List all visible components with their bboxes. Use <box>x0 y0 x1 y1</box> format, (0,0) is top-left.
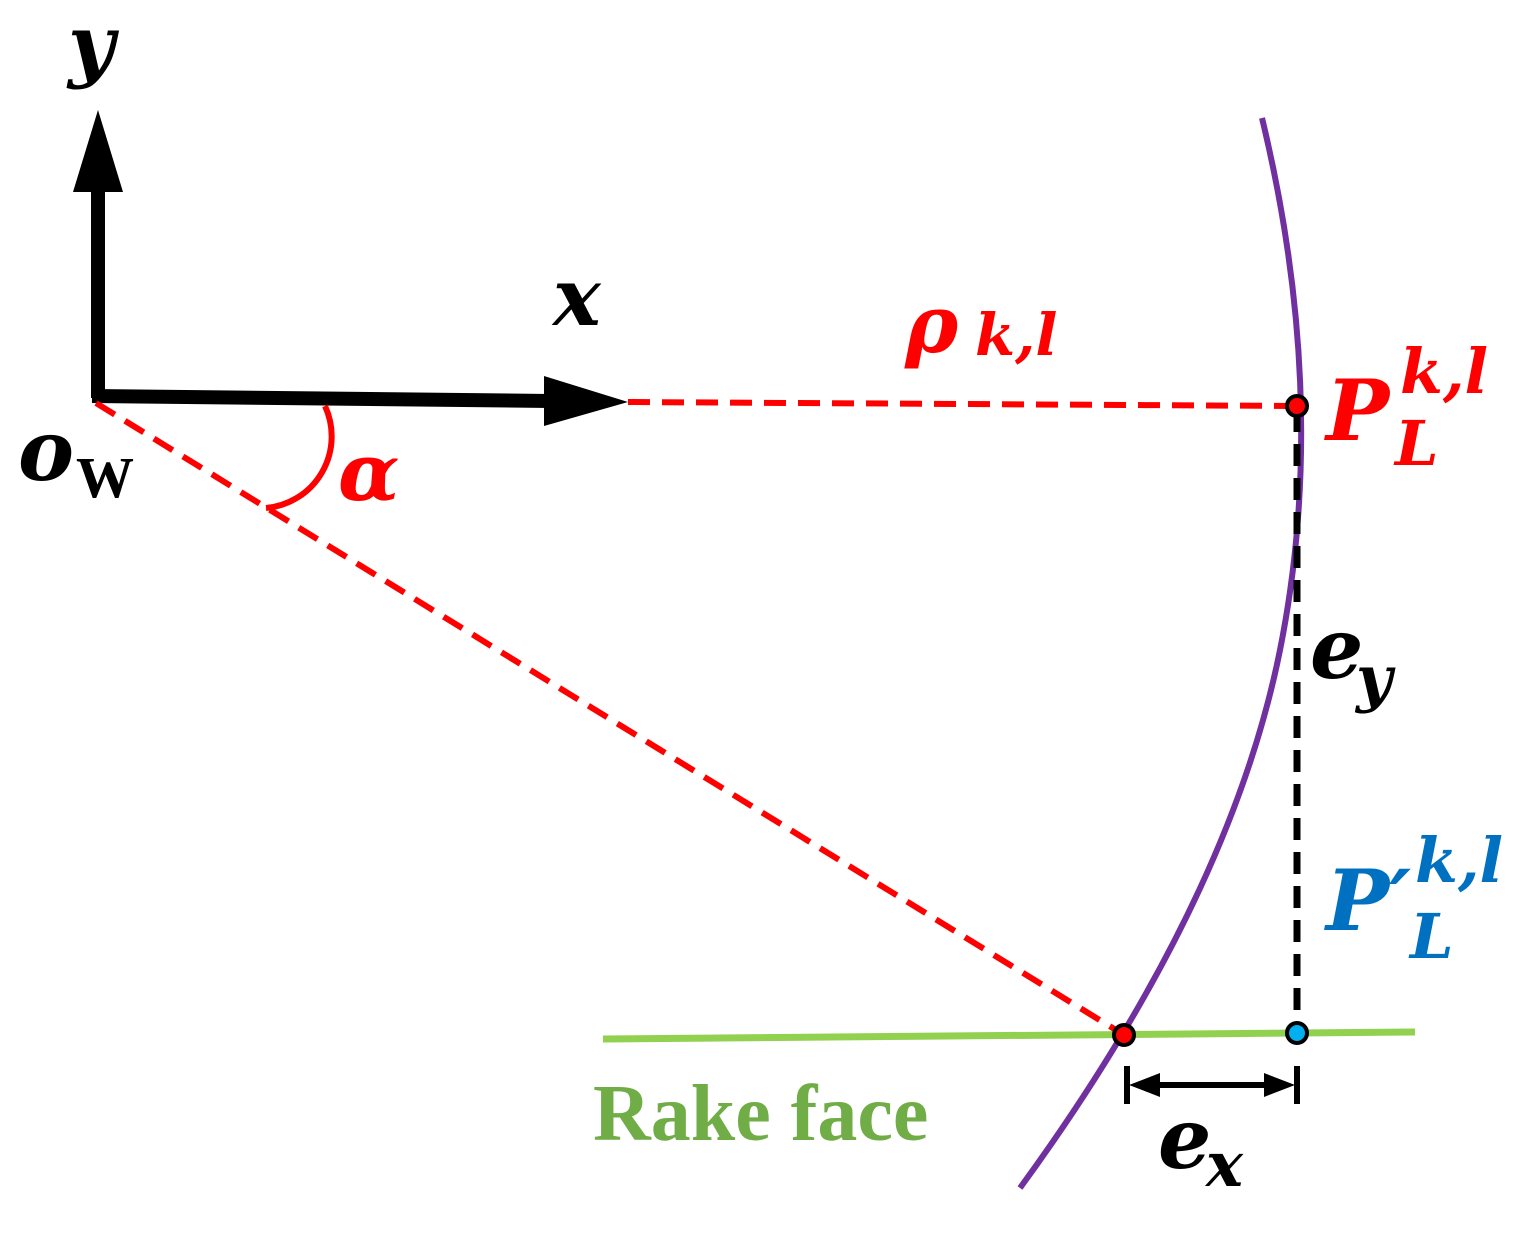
diagonal-dashed-line <box>94 400 1126 1038</box>
ex-subscript: x <box>1204 1128 1244 1201</box>
p-prime-l-subscript: L <box>1408 900 1454 973</box>
tool-edge-arc <box>1017 117 1305 1190</box>
ex-label: e <box>1158 1089 1211 1188</box>
rho-subscript: k,l <box>975 301 1057 369</box>
point-p-l <box>1285 394 1309 418</box>
ey-subscript: y <box>1354 642 1396 715</box>
alpha-label: α <box>338 425 400 519</box>
y-axis-label: y <box>66 0 120 91</box>
ey-label: e <box>1310 599 1363 698</box>
rake-face-label: Rake face <box>593 1070 928 1158</box>
ex-arrowhead-left <box>1129 1073 1160 1097</box>
alpha-angle-arc <box>265 404 335 511</box>
x-axis-label: x <box>551 250 602 344</box>
origin-subscript: W <box>76 445 134 510</box>
point-intersection <box>1112 1023 1136 1047</box>
p-prime-l-label: P′ <box>1324 851 1411 950</box>
p-l-subscript: L <box>1393 407 1439 480</box>
origin-label: o <box>18 401 74 500</box>
y-axis-arrowhead <box>73 110 123 192</box>
rake-face-line <box>602 1028 1416 1043</box>
x-axis-arrowhead <box>544 376 628 426</box>
point-p-prime-l <box>1285 1021 1309 1045</box>
rho-dashed-line <box>627 399 1297 409</box>
p-prime-l-superscript: k,l <box>1415 824 1503 897</box>
p-l-label: P <box>1324 361 1392 460</box>
rho-label: ρ <box>904 277 959 371</box>
p-l-superscript: k,l <box>1400 335 1488 408</box>
ex-arrowhead-right <box>1264 1073 1295 1097</box>
x-axis-line <box>91 389 551 408</box>
